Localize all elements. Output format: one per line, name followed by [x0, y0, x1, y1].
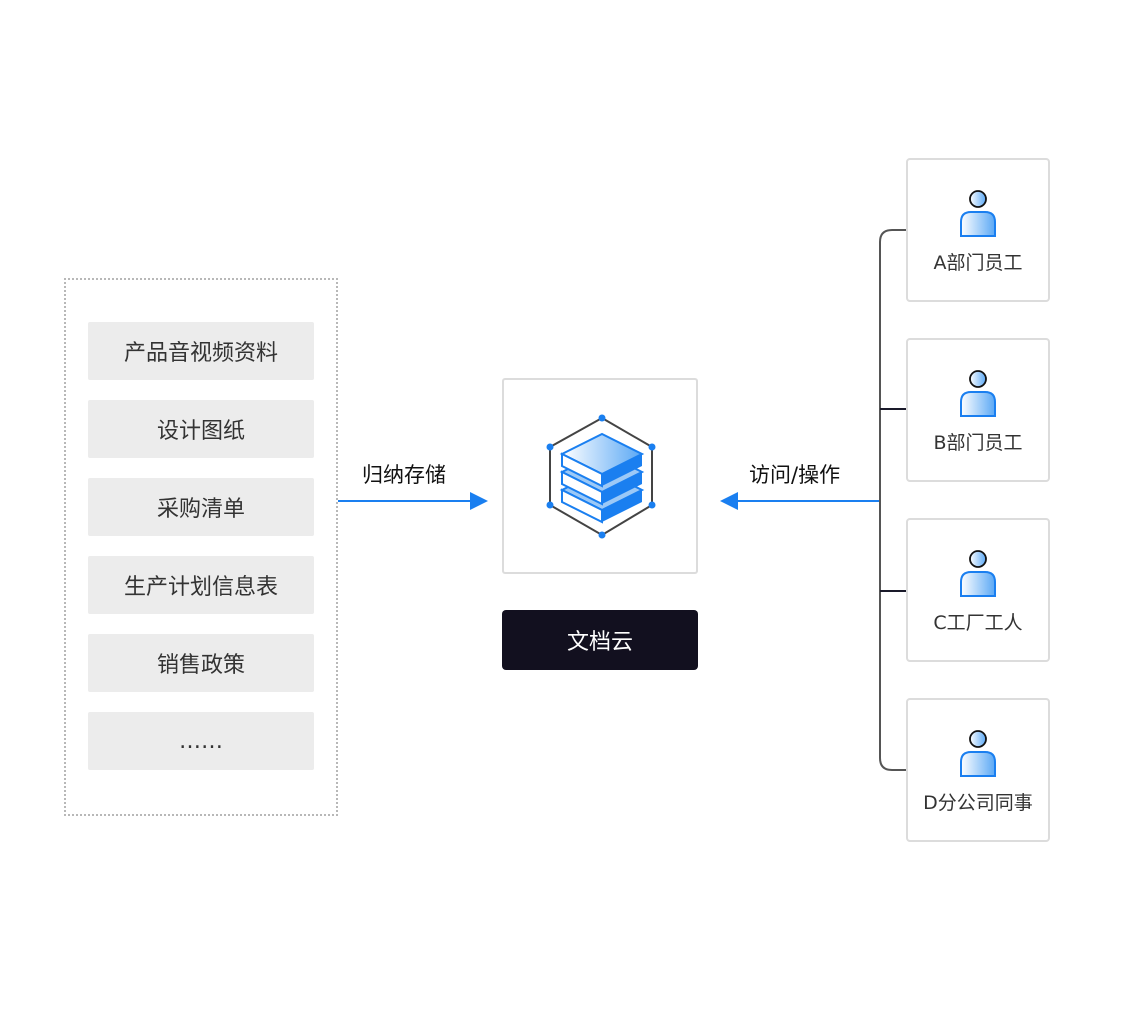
- source-group: [64, 278, 338, 816]
- user-card: B部门员工: [906, 338, 1050, 482]
- person-icon: [960, 730, 996, 777]
- hub-name-label: 文档云: [502, 610, 698, 670]
- user-label: C工厂工人: [933, 612, 1023, 634]
- layered-cube-icon: [546, 414, 656, 539]
- source-item: ……: [88, 712, 314, 770]
- access-arrow: [720, 492, 880, 510]
- user-label: A部门员工: [933, 252, 1023, 274]
- source-item-label: 设计图纸: [156, 419, 245, 444]
- user-card: C工厂工人: [906, 518, 1050, 662]
- person-icon: [960, 550, 996, 597]
- user-bracket: [879, 229, 906, 771]
- person-icon: [960, 370, 996, 417]
- source-item-label: ……: [179, 728, 223, 754]
- user-card: D分公司同事: [906, 698, 1050, 842]
- source-item: 设计图纸: [88, 400, 314, 458]
- source-item-label: 产品音视频资料: [123, 341, 278, 366]
- user-label: B部门员工: [933, 432, 1023, 454]
- store-label: 归纳存储: [362, 463, 446, 487]
- source-item: 采购清单: [88, 478, 314, 536]
- source-item-label: 采购清单: [156, 497, 245, 522]
- store-arrow: [338, 492, 488, 510]
- source-item-label: 生产计划信息表: [123, 575, 278, 600]
- user-label: D分公司同事: [923, 792, 1033, 814]
- source-item: 销售政策: [88, 634, 314, 692]
- source-item-label: 销售政策: [156, 653, 245, 678]
- source-item: 产品音视频资料: [88, 322, 314, 380]
- person-icon: [960, 190, 996, 237]
- access-label: 访问/操作: [749, 463, 841, 487]
- hub-card: [502, 378, 698, 574]
- user-card: A部门员工: [906, 158, 1050, 302]
- source-item: 生产计划信息表: [88, 556, 314, 614]
